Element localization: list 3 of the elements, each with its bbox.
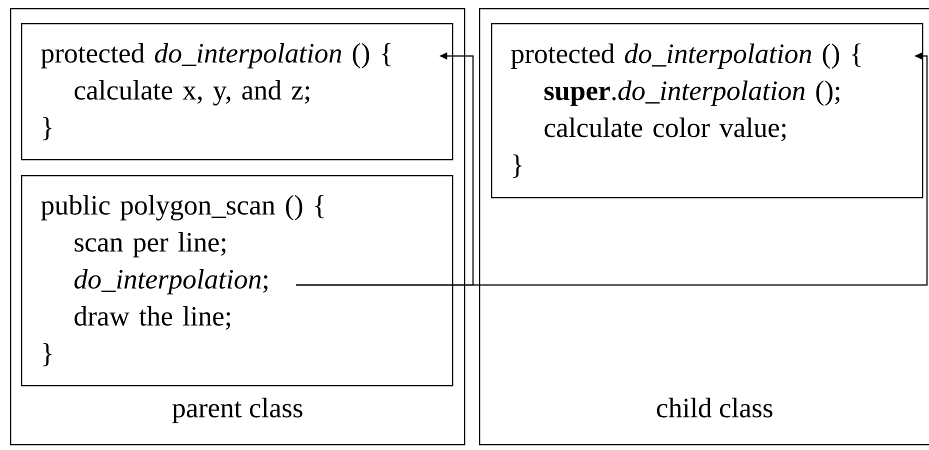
method-box: public polygon_scan () { scan per line; do_interpolation; draw the line; }	[21, 175, 454, 386]
method-box: protected do_interpolation () { calculate x, y, and z; }	[21, 23, 454, 160]
method-box: protected do_interpolation () { super.do_interpolation (); calculate color value; }	[491, 23, 924, 198]
